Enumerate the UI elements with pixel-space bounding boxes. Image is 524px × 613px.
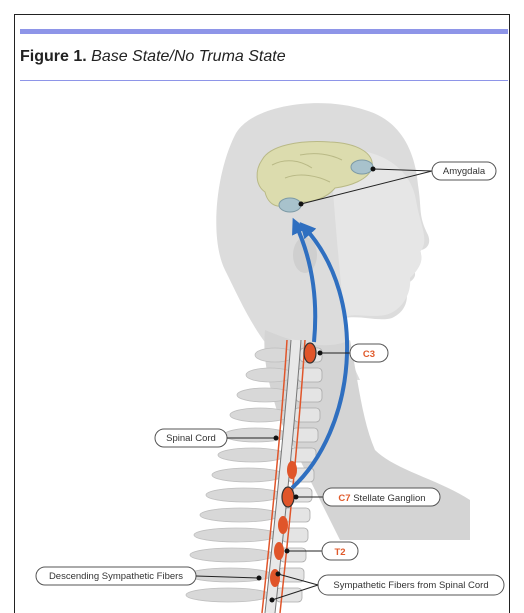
c7-ganglion — [282, 487, 294, 507]
c3-ganglion — [304, 343, 316, 363]
spinal-cord-label: Spinal Cord — [166, 433, 216, 444]
spinal-cord-dot — [274, 436, 279, 441]
amygdala-dot-upper — [371, 167, 376, 172]
from-spinal-dot-lower — [270, 598, 275, 603]
t2-dot — [285, 549, 290, 554]
c7-label: C7 Stellate Ganglion — [338, 493, 425, 504]
c7-dot — [294, 495, 299, 500]
c7-label-prefix: C7 — [338, 493, 350, 504]
c3-label: C3 — [363, 349, 375, 360]
amygdala-node-upper — [351, 160, 373, 174]
t2-ganglion — [274, 542, 284, 560]
lower-ganglion — [278, 516, 288, 534]
t2-label: T2 — [334, 547, 345, 558]
mid-ganglion — [287, 461, 297, 479]
amygdala-label: Amygdala — [443, 166, 486, 177]
from-spinal-dot-upper — [276, 572, 281, 577]
descending-label: Descending Sympathetic Fibers — [49, 571, 183, 582]
amygdala-dot-lower — [299, 202, 304, 207]
c3-dot — [318, 351, 323, 356]
from-spinal-label: Sympathetic Fibers from Spinal Cord — [333, 580, 488, 591]
descending-dot — [257, 576, 262, 581]
c7-label-suffix: Stellate Ganglion — [351, 493, 426, 504]
amygdala-node-lower — [279, 198, 301, 212]
